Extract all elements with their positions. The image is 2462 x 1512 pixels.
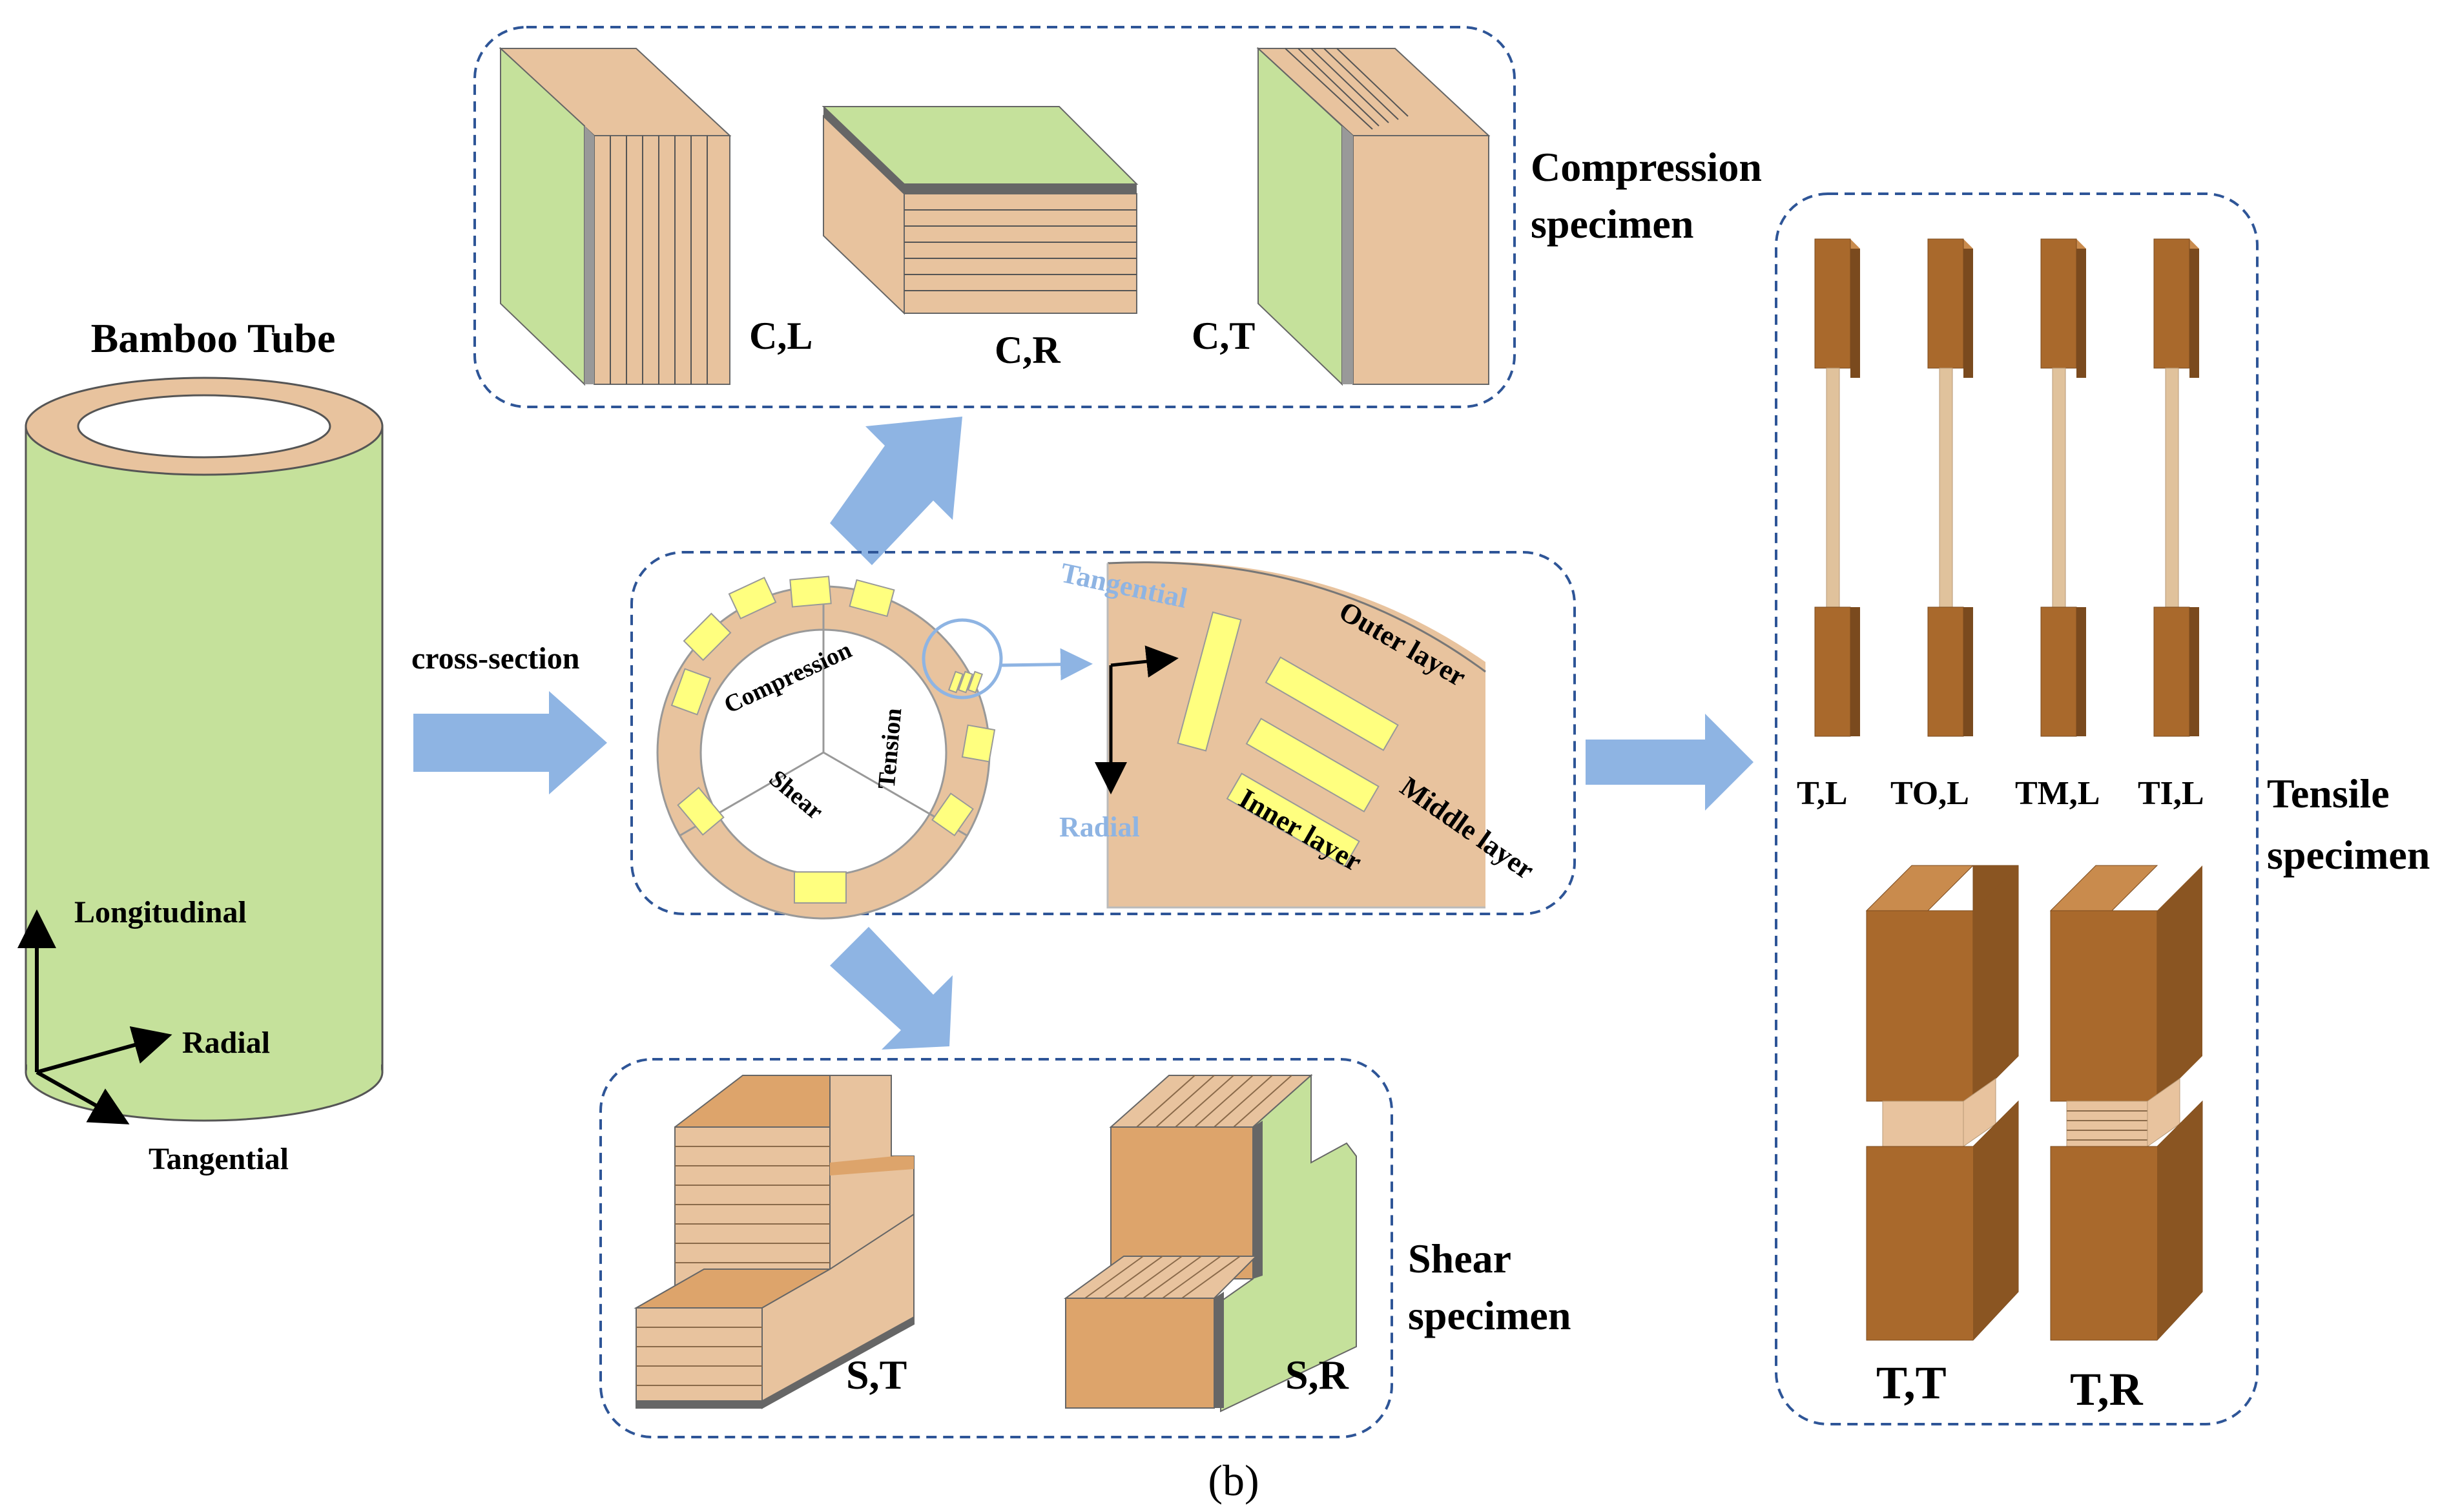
cross-section-arrow: cross-section bbox=[411, 641, 607, 794]
label-tm-l: TM,L bbox=[2015, 775, 2100, 812]
axis-tangential-label: Tangential bbox=[149, 1142, 289, 1176]
compression-title-line1: Compression bbox=[1531, 144, 1762, 190]
label-ti-l: TI,L bbox=[2138, 775, 2204, 812]
label-c-r: C,R bbox=[995, 329, 1060, 371]
specimen-c-r bbox=[822, 106, 1139, 315]
axes-triad bbox=[17, 909, 172, 1124]
cross-section-panel: Compression Tension Shear Tangential Rad… bbox=[630, 551, 1576, 920]
shear-title-line2: specimen bbox=[1408, 1292, 1571, 1338]
specimen-t-l bbox=[1814, 238, 1860, 737]
label-to-l: TO,L bbox=[1890, 775, 1969, 812]
specimen-tm-l bbox=[2040, 238, 2086, 737]
specimen-to-l bbox=[1927, 238, 1973, 737]
bamboo-tube: Bamboo Tube Longitudinal Radial Tangenti… bbox=[17, 315, 384, 1176]
label-t-t: T,T bbox=[1876, 1357, 1947, 1409]
cross-section-label: cross-section bbox=[411, 641, 579, 676]
label-s-r: S,R bbox=[1285, 1352, 1349, 1398]
shear-title-line1: Shear bbox=[1408, 1236, 1511, 1281]
compression-panel: C,L C,R C,T C bbox=[473, 26, 1762, 408]
arrow-to-shear bbox=[830, 927, 953, 1050]
tensile-title-line2: specimen bbox=[2267, 832, 2430, 878]
axis-longitudinal-label: Longitudinal bbox=[74, 895, 247, 929]
specimen-t-t bbox=[1865, 865, 2019, 1341]
tensile-title-line1: Tensile bbox=[2267, 771, 2390, 816]
specimen-c-l bbox=[499, 47, 732, 386]
shear-panel: S,T S,R Shear specimen bbox=[599, 1058, 1571, 1438]
figure-caption: (b) bbox=[1208, 1456, 1259, 1505]
label-t-r: T,R bbox=[2070, 1363, 2144, 1415]
label-s-t: S,T bbox=[846, 1352, 907, 1398]
label-c-t: C,T bbox=[1192, 315, 1255, 357]
zoom-radial-label: Radial bbox=[1059, 811, 1140, 843]
specimen-ti-l bbox=[2153, 238, 2199, 737]
specimen-s-r bbox=[1063, 1073, 1357, 1413]
specimen-t-r bbox=[2049, 865, 2203, 1341]
label-t-l: T,L bbox=[1797, 775, 1848, 812]
tensile-panel: T,L TO,L TM,L TI,L T,T bbox=[1775, 192, 2430, 1425]
axis-radial-label: Radial bbox=[182, 1026, 270, 1060]
arrow-to-compression bbox=[830, 417, 962, 565]
label-c-l: C,L bbox=[749, 315, 812, 357]
arrow-to-tensile bbox=[1586, 714, 1753, 811]
compression-title-line2: specimen bbox=[1531, 201, 1693, 247]
tube-title: Bamboo Tube bbox=[91, 315, 336, 361]
specimen-c-t bbox=[1256, 47, 1491, 386]
specimen-s-t bbox=[634, 1075, 915, 1409]
